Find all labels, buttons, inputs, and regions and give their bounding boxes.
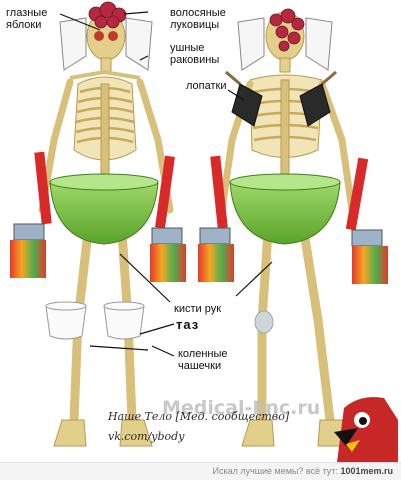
label-eyes-line2: яблоки <box>6 19 42 31</box>
bird-mascot <box>334 397 398 470</box>
paint-brushes <box>10 151 388 284</box>
label-eyes-line1: глазные <box>6 7 48 19</box>
label-ears-line2: раковины <box>170 54 220 66</box>
label-hands: кисти рук <box>174 303 222 315</box>
credit-line2: vk.com/ybody <box>108 430 185 443</box>
site-footer: Искал лучшие мемы? всё тут: 1001mem.ru <box>0 462 401 480</box>
watermark: Medical-Enc.ru <box>162 397 321 419</box>
label-hair-line1: волосяные <box>170 7 226 19</box>
label-knees-line1: коленные <box>178 348 228 360</box>
label-shoulder-blades: лопатки <box>186 80 227 92</box>
credit-line1: Наше Тело [Мед. сообщество] <box>108 410 290 423</box>
callout-lines <box>59 11 273 357</box>
label-knees-line2: чашечки <box>178 360 222 372</box>
footer-site-link[interactable]: 1001mem.ru <box>340 466 393 476</box>
label-hair: волосяные луковицы <box>170 7 226 31</box>
hair-bulbs <box>88 1 305 52</box>
label-ears: ушные раковины <box>170 42 219 66</box>
shovels <box>225 70 337 127</box>
label-ears-line1: ушные <box>170 42 205 54</box>
label-knees: коленные чашечки <box>178 348 228 372</box>
basins <box>49 173 341 245</box>
knee-cups <box>45 301 145 340</box>
label-eyes: глазные яблоки <box>6 7 47 31</box>
eye-icons <box>94 31 118 41</box>
label-hair-line2: луковицы <box>170 19 220 31</box>
footer-text: Искал лучшие мемы? всё тут: 1001mem.ru <box>212 466 393 476</box>
footer-caption: Искал лучшие мемы? всё тут: <box>212 466 338 476</box>
label-pelvis: таз <box>176 317 200 332</box>
